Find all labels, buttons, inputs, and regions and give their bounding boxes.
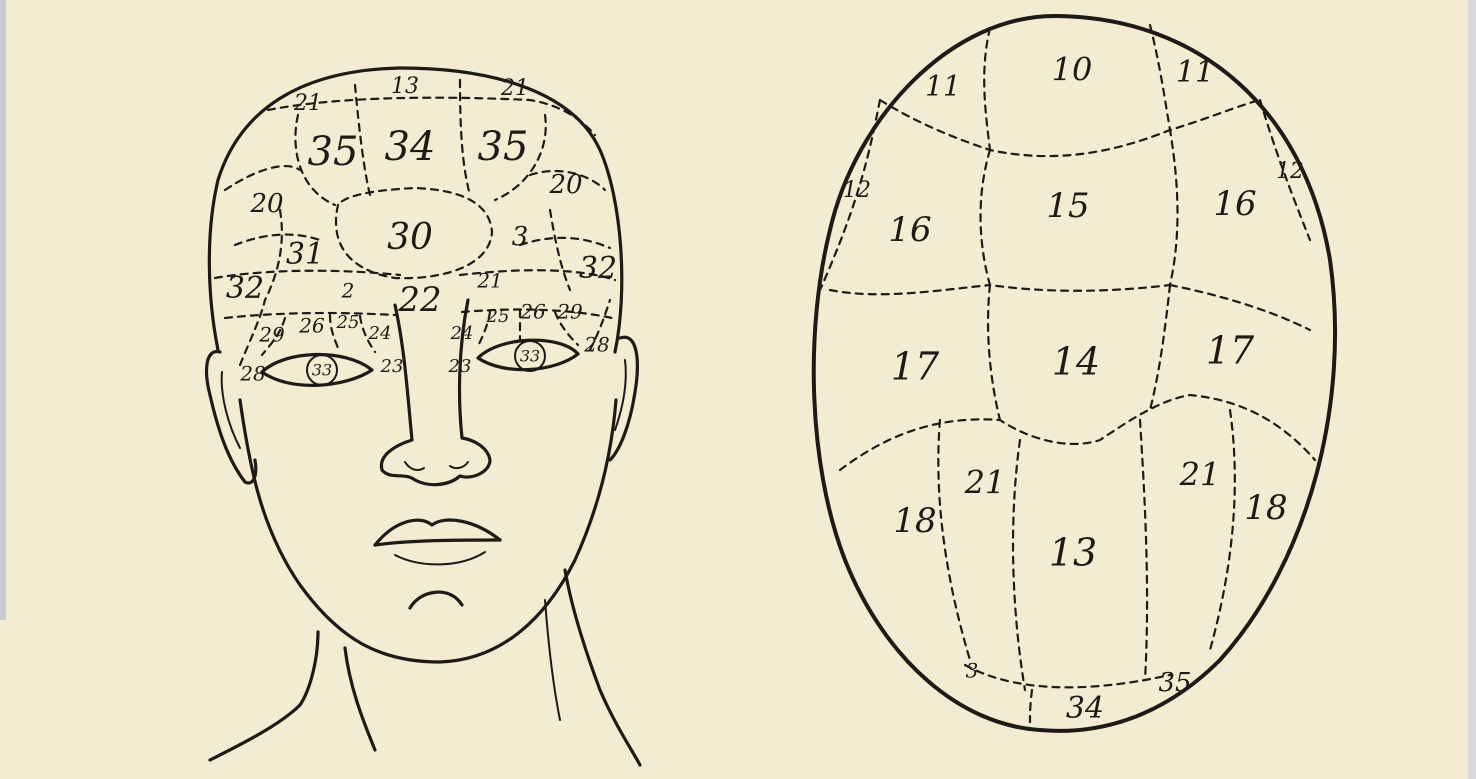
region-label: 21	[293, 91, 322, 116]
left-ear-inner	[222, 372, 240, 448]
neck-right	[565, 570, 640, 765]
region-label: 33	[520, 347, 540, 366]
region-label: 35	[308, 129, 359, 175]
region-label: 17	[1206, 329, 1255, 373]
region-label: 14	[1052, 340, 1100, 384]
region-label: 23	[448, 356, 472, 377]
region-label: 12	[1276, 159, 1304, 184]
region-label: 10	[1052, 51, 1093, 89]
right-scan-edge	[1468, 0, 1476, 779]
region-label: 28	[583, 333, 609, 357]
nostril-right	[450, 462, 468, 468]
nostril-left	[405, 462, 424, 470]
region-label: 34	[385, 124, 436, 170]
region-label: 18	[893, 501, 936, 541]
region-label: 13	[1049, 531, 1097, 575]
region-label: 25	[486, 306, 510, 327]
region-label: 25	[336, 312, 360, 333]
region-label: 21	[476, 269, 502, 293]
nose	[381, 300, 490, 485]
region-label: 29	[258, 323, 285, 347]
region-label: 24	[368, 323, 392, 344]
region-label: 18	[1244, 488, 1287, 528]
mouth-line	[375, 540, 500, 545]
region-label: 26	[519, 300, 546, 324]
region-label: 26	[298, 314, 325, 338]
region-label: 12	[843, 178, 871, 203]
region-label: 3	[966, 659, 979, 683]
right-ear-inner	[615, 360, 626, 430]
region-label: 17	[891, 345, 940, 389]
mouth-lower-lip	[395, 552, 485, 564]
region-label: 24	[450, 323, 474, 344]
region-label: 32	[579, 251, 617, 286]
front-view-labels: 13 21 21 35 34 35 20 20 30 31 3 32 32 2 …	[226, 74, 617, 386]
front-view-head: 13 21 21 35 34 35 20 20 30 31 3 32 32 2 …	[207, 68, 640, 765]
chin	[410, 592, 462, 608]
region-label: 21	[500, 76, 529, 101]
region-label: 28	[239, 362, 265, 386]
region-label: 34	[1066, 691, 1104, 726]
region-label: 23	[380, 356, 404, 377]
top-view-skull: 10 11 11 12 12 15 16 16 17 14 17 21 21 1…	[814, 16, 1335, 731]
region-label: 33	[312, 361, 332, 380]
neck-left-inner	[345, 648, 375, 750]
region-label: 11	[925, 70, 961, 103]
shoulder-left	[210, 705, 300, 760]
region-label: 21	[1179, 456, 1221, 494]
neck-left	[300, 632, 318, 705]
region-label: 30	[387, 217, 433, 258]
top-view-labels: 10 11 11 12 12 15 16 16 17 14 17 21 21 1…	[843, 51, 1304, 727]
region-label: 13	[391, 74, 419, 99]
region-label: 20	[548, 170, 582, 200]
region-label: 16	[888, 210, 931, 250]
region-label: 16	[1213, 184, 1256, 224]
region-label: 2	[341, 279, 355, 303]
region-label: 20	[249, 189, 283, 219]
face-outline	[240, 400, 616, 662]
region-label: 29	[556, 300, 583, 324]
region-label: 35	[478, 124, 529, 170]
region-label: 15	[1046, 186, 1089, 226]
neck-right-inner	[545, 600, 560, 720]
region-label: 3	[512, 222, 529, 252]
region-label: 31	[286, 237, 324, 272]
region-label: 11	[1176, 55, 1214, 90]
region-label: 35	[1158, 668, 1191, 698]
region-label: 21	[964, 464, 1006, 502]
left-scan-edge	[0, 0, 6, 620]
region-label: 32	[226, 271, 264, 306]
region-label: 22	[397, 280, 441, 320]
